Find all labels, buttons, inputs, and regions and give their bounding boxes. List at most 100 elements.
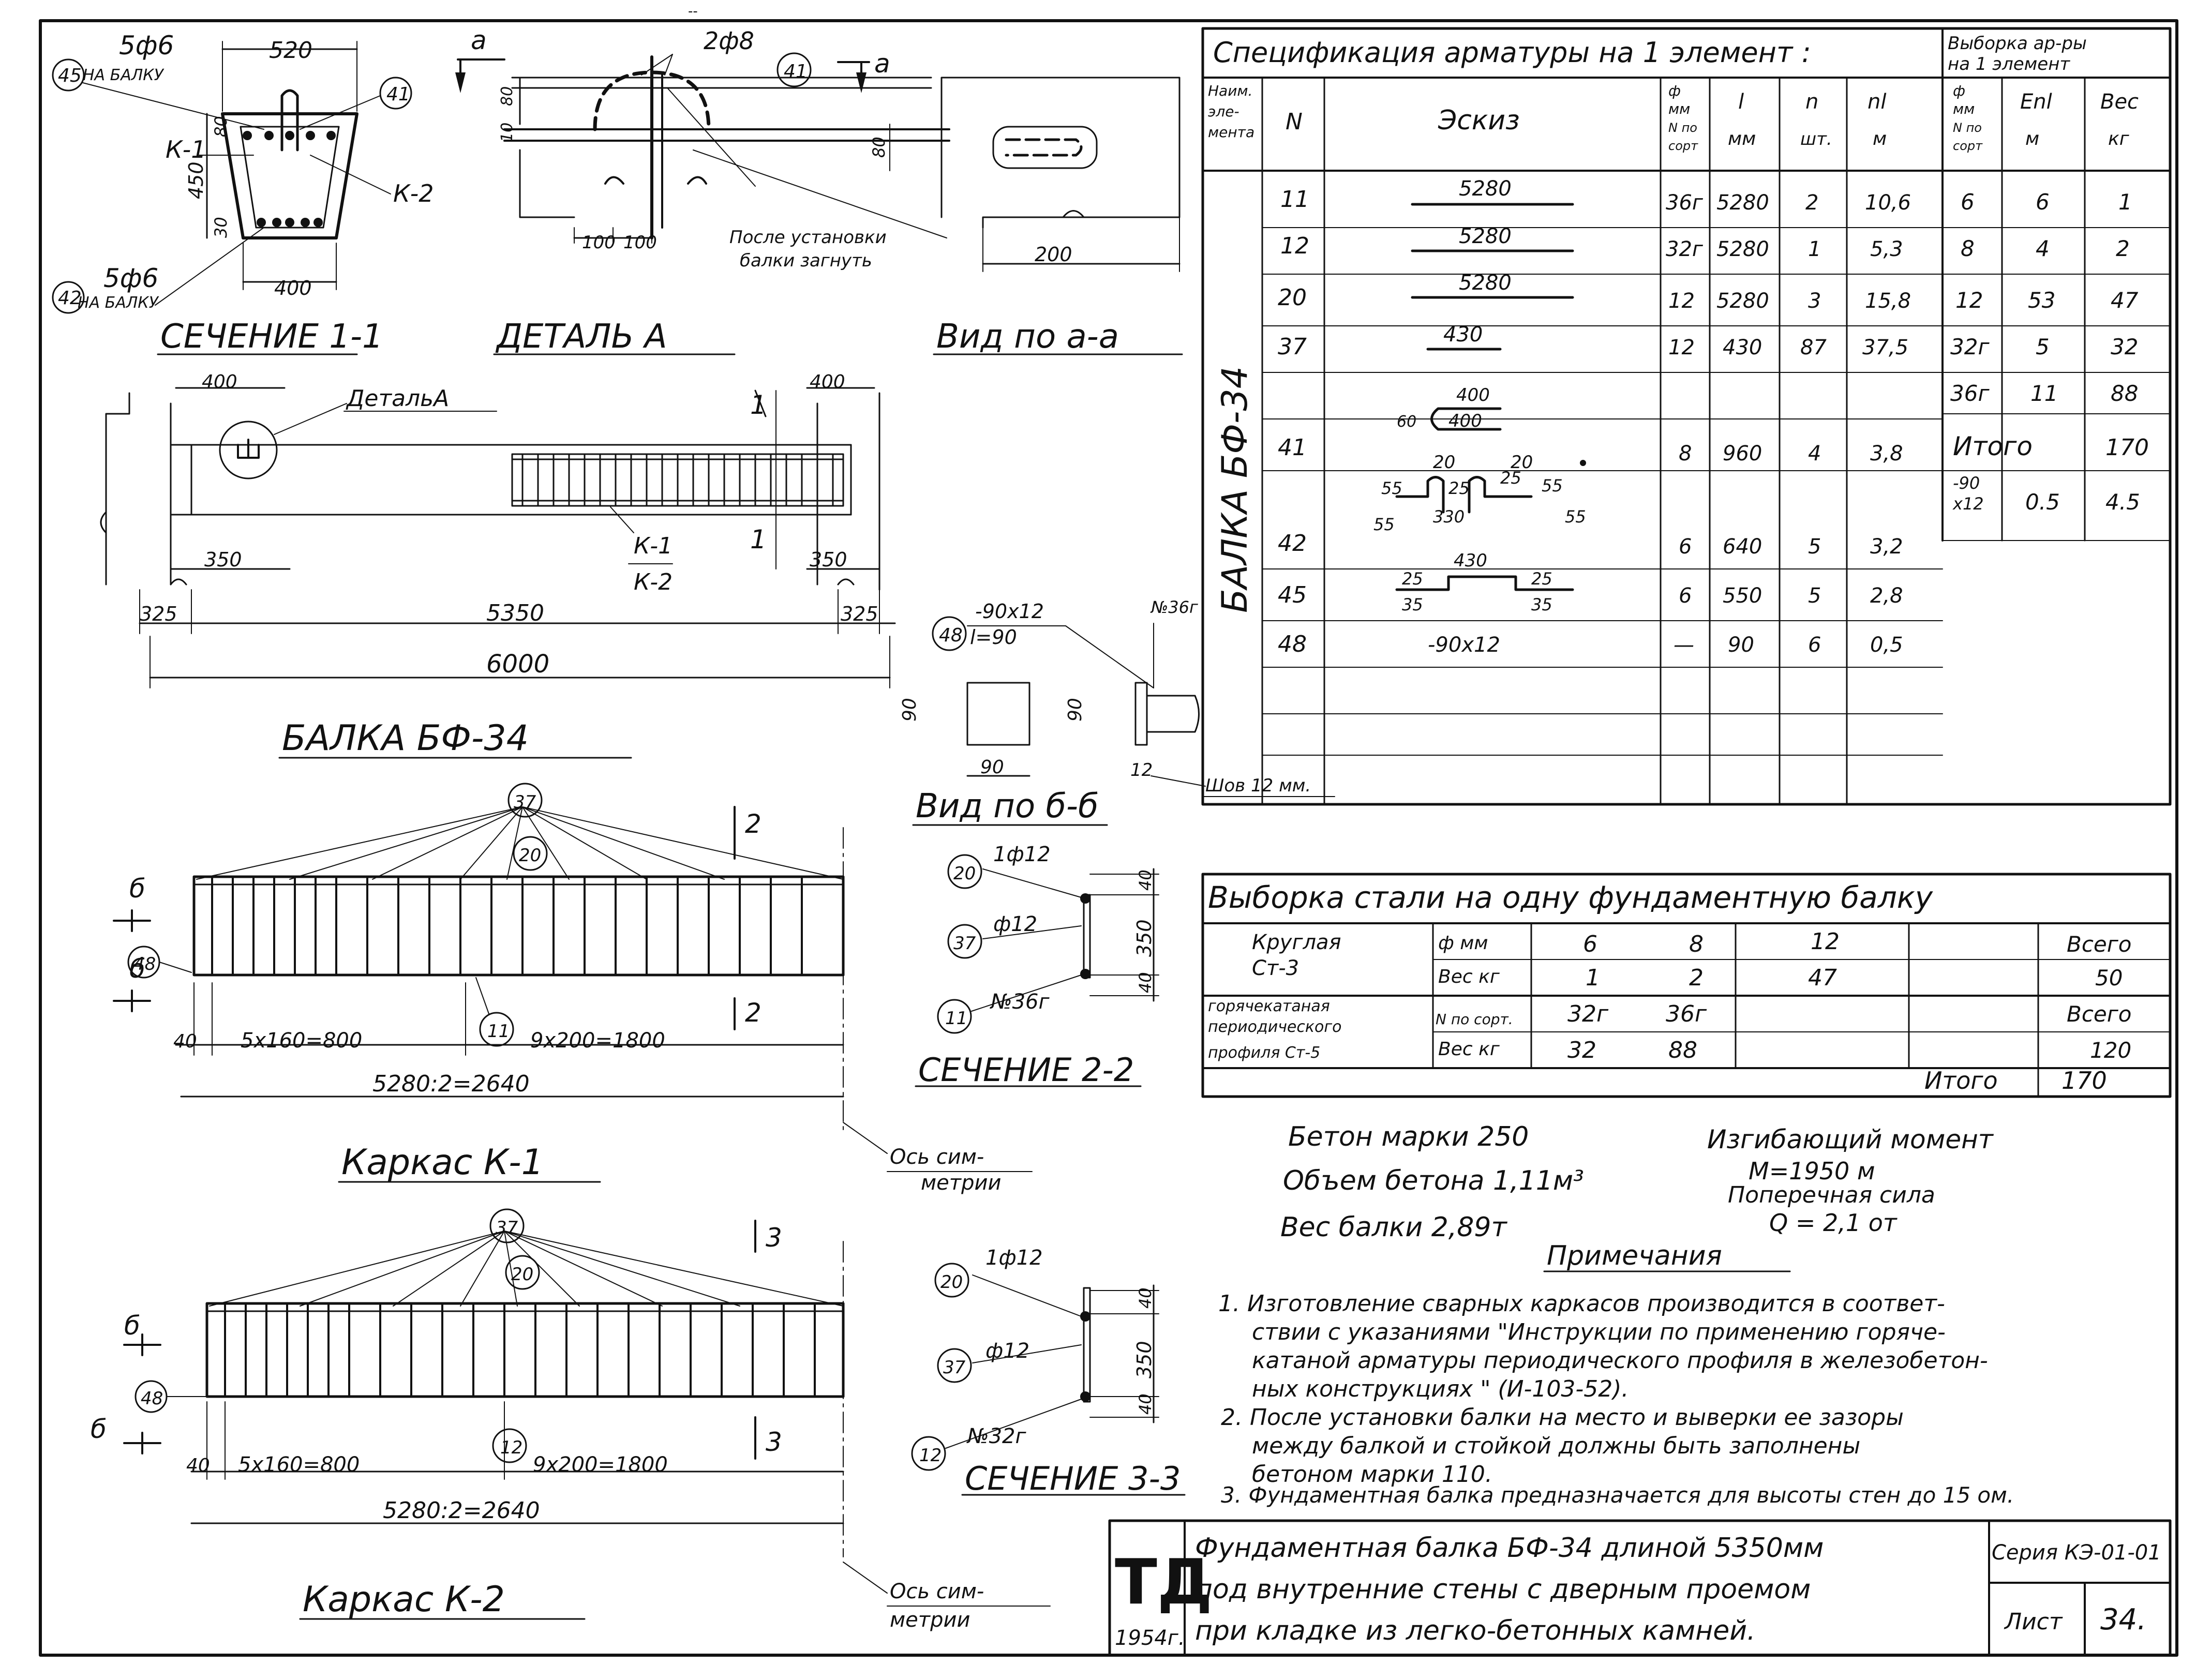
row-42-sk-f: 330 bbox=[1433, 507, 1465, 527]
frame-k1: 37 20 11 48 б б 2 2 40 5х160=800 9х200=1… bbox=[113, 783, 1033, 1195]
mark-20-label: 20 bbox=[519, 845, 541, 866]
sel-w-12: 47 bbox=[2111, 288, 2139, 313]
row-48-cnt: 6 bbox=[1808, 633, 1821, 657]
section-b-bottom: б bbox=[91, 1414, 107, 1444]
row-42-sk-g: 55 bbox=[1565, 507, 1586, 527]
dim-200: 200 bbox=[1035, 243, 1072, 266]
sel-total: 170 bbox=[2105, 434, 2149, 461]
mark-48-label: 48 bbox=[141, 1388, 163, 1409]
cage-k1-segment bbox=[511, 453, 844, 507]
row-42-nl: 3,2 bbox=[1870, 535, 1903, 559]
section-b-bottom: б bbox=[129, 954, 145, 984]
plate-length: l=90 bbox=[970, 626, 1017, 649]
k2-label: К-2 bbox=[634, 569, 673, 595]
row-37-cnt: 87 bbox=[1800, 336, 1827, 359]
note-line-8: 3. Фундаментная балка предназначается дл… bbox=[1221, 1482, 2014, 1508]
mark-48-label: 48 bbox=[939, 625, 963, 646]
header-nl: nl bbox=[1868, 90, 1886, 114]
section-b-top: б bbox=[129, 874, 145, 904]
row-41-phi: 8 bbox=[1679, 442, 1692, 466]
steel-title: Выборка стали на одну фундаментную балку bbox=[1208, 880, 1933, 915]
detail-a-title: ДЕТАЛЬ А bbox=[495, 318, 667, 356]
steel-w36: 88 bbox=[1668, 1037, 1697, 1063]
mark-20-label: 20 bbox=[511, 1264, 533, 1285]
row-41-cnt: 4 bbox=[1808, 442, 1821, 466]
dim-40-b: 40 bbox=[1136, 972, 1155, 993]
section-b-top: б bbox=[124, 1311, 140, 1341]
steel-n36: 36г bbox=[1666, 1001, 1707, 1027]
section-a-left: а bbox=[471, 25, 487, 55]
mark-37 bbox=[489, 1208, 525, 1243]
mark-37 bbox=[937, 1348, 972, 1383]
row-41-n: 41 bbox=[1278, 434, 1307, 461]
row-42-sk-b: 25 bbox=[1448, 478, 1470, 498]
mark-20 bbox=[947, 854, 982, 889]
steel-hot: горячекатаная bbox=[1208, 997, 1330, 1015]
dim-12: 12 bbox=[1130, 760, 1153, 781]
dim-350: 350 bbox=[1133, 919, 1156, 957]
steel-all2: Всего bbox=[2067, 1001, 2132, 1027]
row-12-cnt: 1 bbox=[1808, 237, 1821, 261]
rebar-dots-bottom bbox=[257, 218, 323, 227]
concrete-grade: Бетон марки 250 bbox=[1288, 1121, 1529, 1152]
row-42-sk-430: 430 bbox=[1454, 550, 1487, 571]
row-48-phi: — bbox=[1674, 633, 1694, 657]
cut-2-top: 2 bbox=[745, 809, 761, 839]
dim-5350: 5350 bbox=[486, 600, 544, 626]
spec-row-41: 41 400 60 400 20 20 8 960 4 3,8 bbox=[1278, 385, 1903, 514]
row-41-sk-e: 20 bbox=[1511, 452, 1533, 473]
dim-5x160: 5х160=800 bbox=[241, 1029, 362, 1053]
dim-10: 10 bbox=[498, 123, 516, 142]
steel-w32: 32 bbox=[1567, 1037, 1596, 1063]
sel-header-w: Вес bbox=[2100, 90, 2139, 114]
dim-5x160: 5х160=800 bbox=[238, 1453, 360, 1477]
row-20-l: 5280 bbox=[1716, 289, 1769, 313]
bot-bars-note: НА БАЛКУ bbox=[78, 294, 159, 312]
sel-w-36g: 88 bbox=[2111, 381, 2138, 406]
mark-41-label: 41 bbox=[386, 84, 410, 105]
row-41-sk-d: 20 bbox=[1433, 452, 1455, 473]
selection-title-2: на 1 элемент bbox=[1948, 54, 2070, 74]
dim-40-b: 40 bbox=[1136, 1393, 1155, 1415]
mark-48 bbox=[932, 616, 967, 651]
mark-48-label: 48 bbox=[133, 954, 156, 974]
note-line-1: 1. Изготовление сварных каркасов произво… bbox=[1218, 1291, 1945, 1317]
mark-11 bbox=[479, 1012, 514, 1047]
mark-37-label: 37 bbox=[953, 933, 976, 954]
mark-20 bbox=[513, 836, 548, 871]
row-20-nl: 15,8 bbox=[1865, 289, 1911, 313]
frame-k2: 37 20 12 48 б б 3 3 40 5х160=800 9х200=1… bbox=[91, 1208, 1051, 1632]
steel-w12: 47 bbox=[1808, 965, 1837, 991]
steel-d8: 8 bbox=[1689, 931, 1704, 957]
row-41-sk-b: 60 bbox=[1397, 413, 1416, 431]
view-a-a: 200 80 Вид по а-а bbox=[869, 77, 1183, 356]
row-11-l: 5280 bbox=[1716, 191, 1769, 215]
dim-400-left: 400 bbox=[202, 371, 237, 393]
sel-phi-6: 6 bbox=[1961, 189, 1975, 215]
shear-value: Q = 2,1 от bbox=[1769, 1209, 1898, 1237]
row-42-n: 42 bbox=[1278, 530, 1307, 557]
dim-80: 80 bbox=[869, 137, 889, 158]
row-20-phi: 12 bbox=[1668, 289, 1695, 313]
mark-11-label: 11 bbox=[945, 1008, 967, 1029]
dim-40-a: 40 bbox=[1136, 869, 1155, 891]
top-bars-note: НА БАЛКУ bbox=[83, 66, 165, 84]
label-32g: №32г bbox=[966, 1424, 1027, 1448]
beam-weight: Вес балки 2,89т bbox=[1280, 1212, 1507, 1243]
mark-12-label: 12 bbox=[500, 1437, 522, 1458]
sel-l-12: 53 bbox=[2028, 288, 2055, 313]
section-3-3-bar bbox=[1083, 1287, 1091, 1403]
spec-row-42: 42 55 25 25 55 55 330 55 430 6 640 5 3,2 bbox=[1278, 468, 1903, 571]
row-48-n: 48 bbox=[1278, 631, 1307, 657]
mark-20 bbox=[505, 1255, 540, 1290]
row-45-sk-b: 25 bbox=[1402, 569, 1423, 589]
spec-row-48: 48 -90х12 — 90 6 0,5 bbox=[1278, 631, 1903, 657]
sel-phi-12: 12 bbox=[1955, 288, 1983, 313]
stamp-desc-1: Фундаментная балка БФ-34 длиной 5350мм bbox=[1195, 1533, 1824, 1564]
sel-l-32g: 5 bbox=[2036, 334, 2050, 359]
section-2-2: 40 350 40 20 1ф12 37 ф12 11 №36г СЕЧЕНИЕ… bbox=[915, 843, 1159, 1089]
section-a-right: а bbox=[874, 49, 890, 79]
row-42-sk-e: 55 bbox=[1373, 515, 1395, 534]
header-n: N bbox=[1286, 109, 1303, 135]
